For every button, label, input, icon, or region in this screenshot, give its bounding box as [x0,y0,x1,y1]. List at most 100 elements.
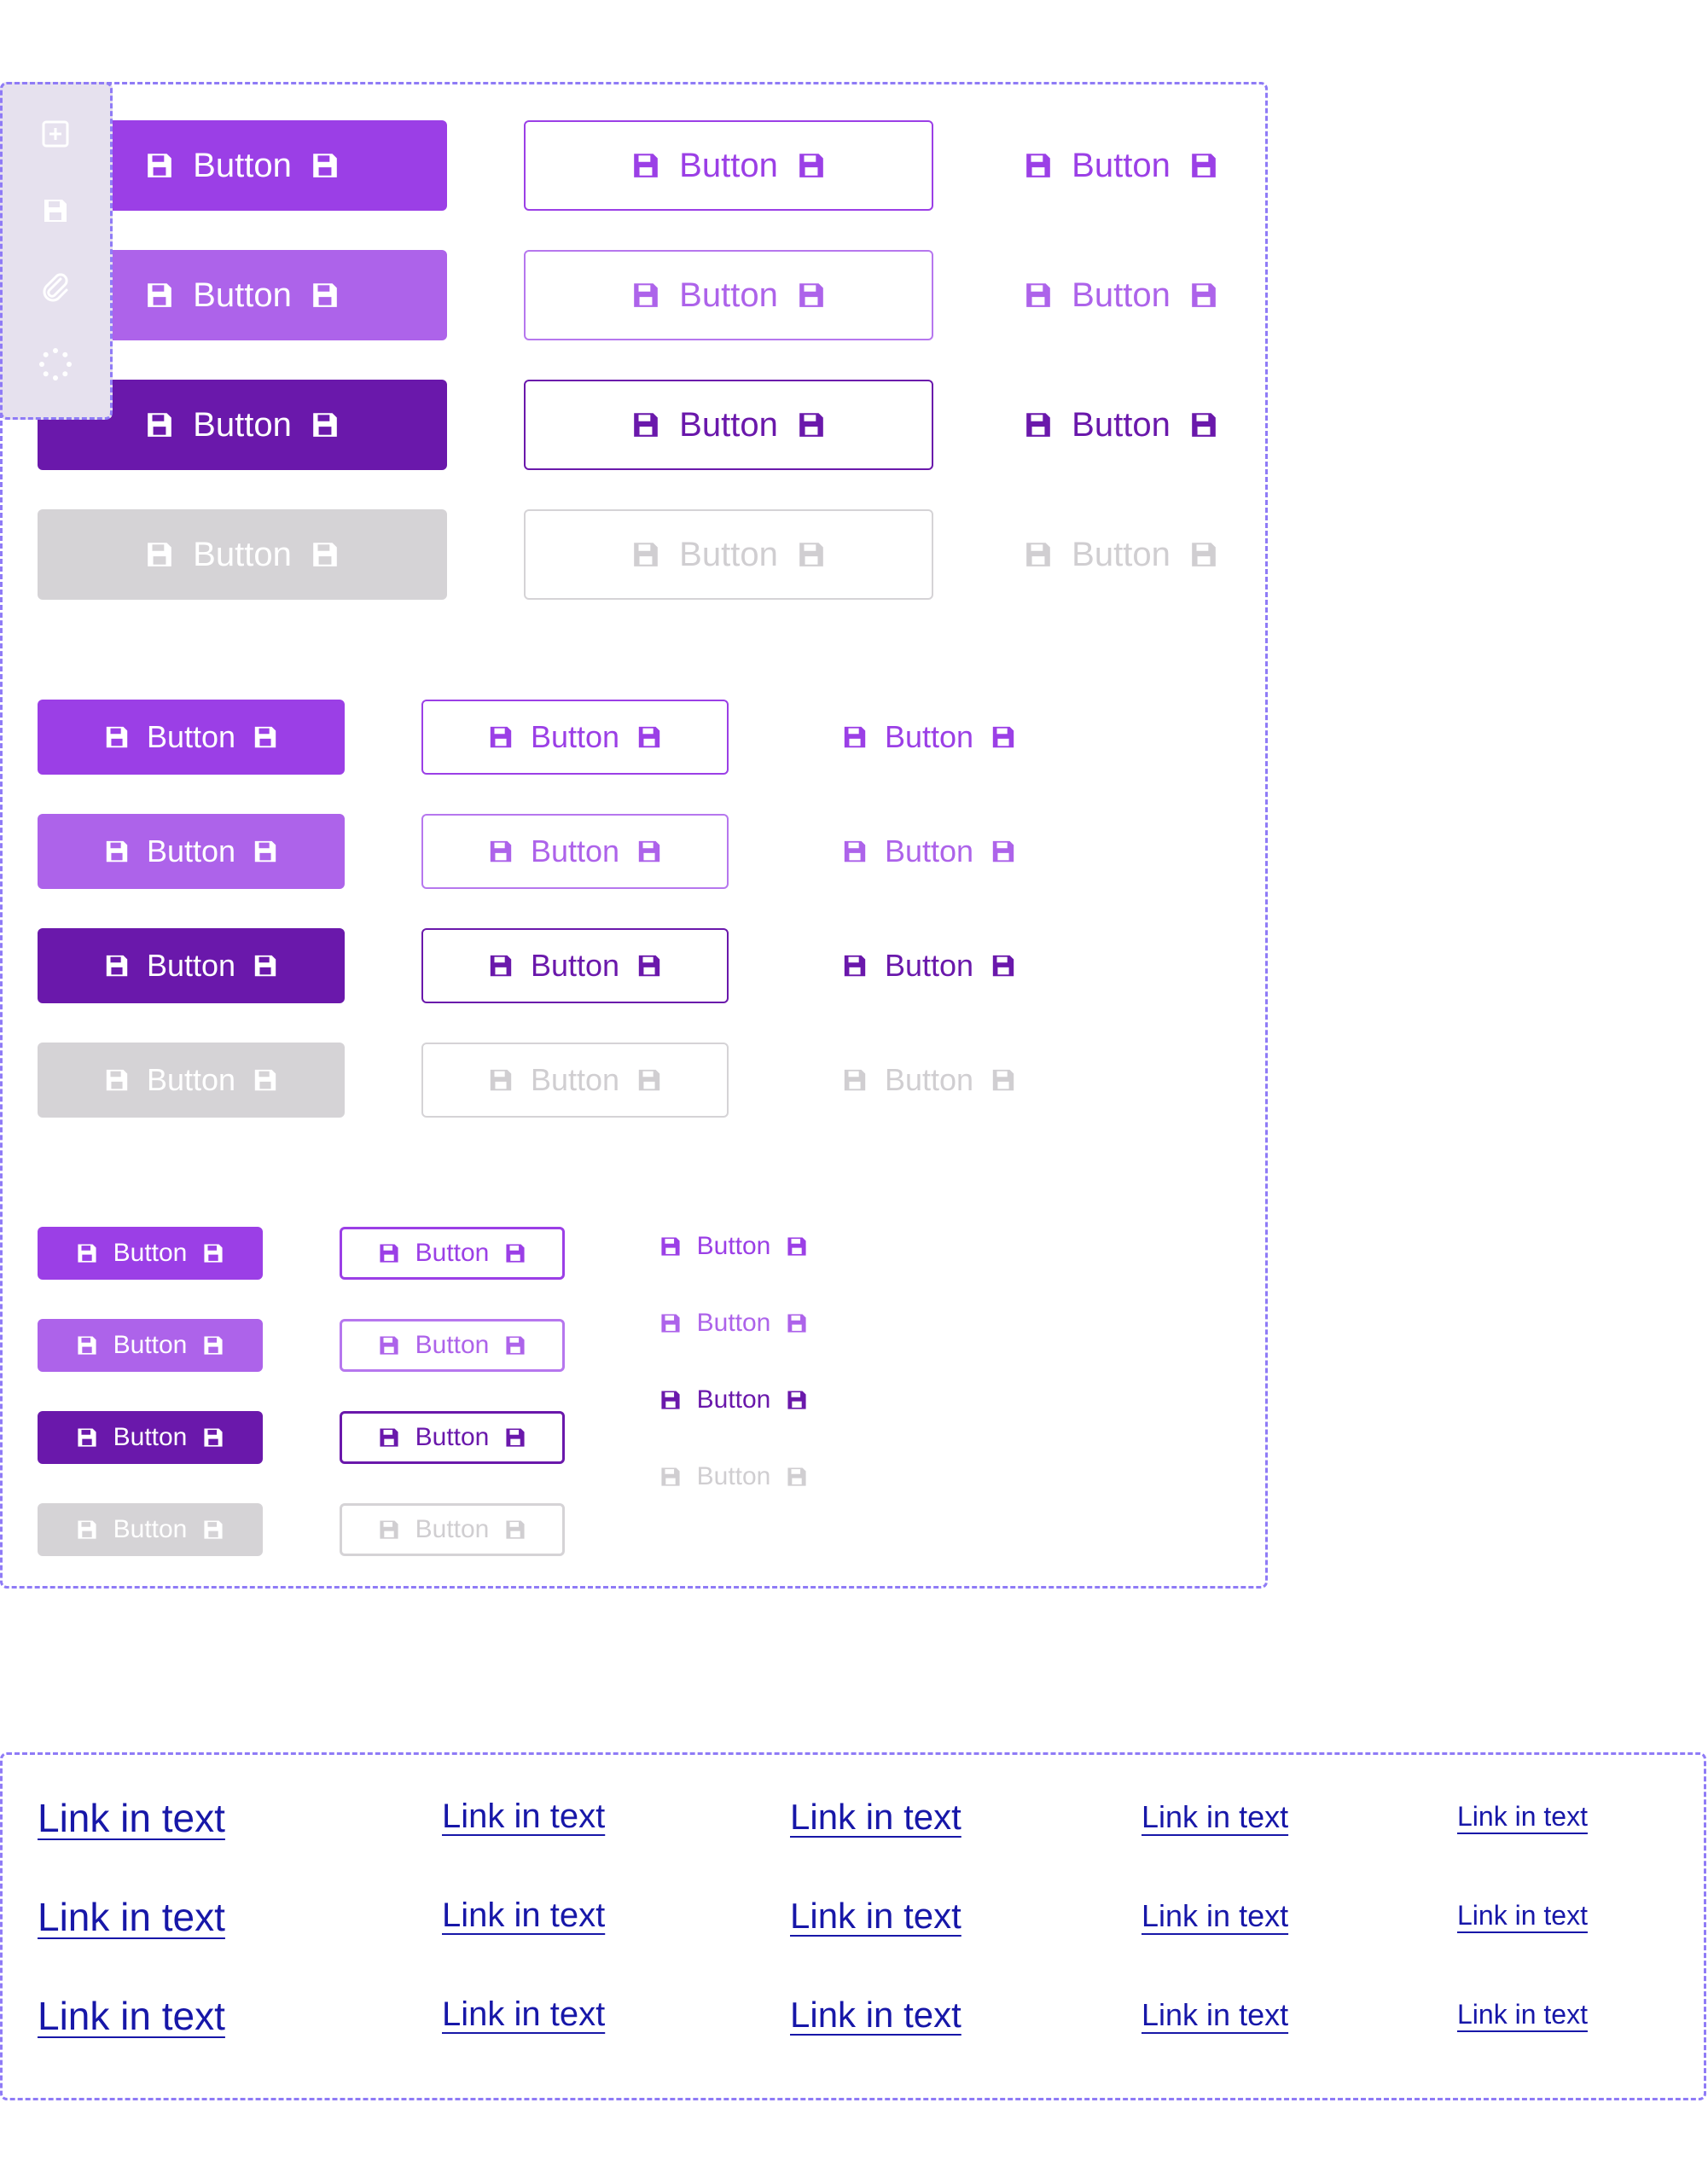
button-label: Button [113,1331,188,1359]
text-hover-lg-button[interactable]: Button [993,250,1249,340]
outline-pressed-sm-button[interactable]: Button [340,1411,565,1464]
save-icon [378,1426,400,1449]
button-label: Button [146,1062,236,1097]
button-label: Button [1072,535,1171,573]
save-icon [659,1312,682,1334]
button-label: Button [113,1515,188,1543]
save-icon [1024,540,1053,569]
text-link[interactable]: Link in text [1142,1997,1289,2032]
button-label: Button [1072,405,1171,444]
outline-disabled-md-button: Button [421,1043,729,1118]
button-label: Button [530,719,620,754]
save-icon [202,1426,224,1449]
save-icon [842,953,868,979]
filled-default-sm-button[interactable]: Button [38,1227,263,1280]
outline-default-md-button[interactable]: Button [421,700,729,775]
button-label: Button [415,1331,490,1359]
save-icon [659,1389,682,1411]
text-disabled-sm-button: Button [631,1450,836,1503]
button-label: Button [530,948,620,983]
button-label: Button [193,535,292,573]
filled-default-md-button[interactable]: Button [38,700,345,775]
text-pressed-sm-button[interactable]: Button [631,1374,836,1426]
text-link[interactable]: Link in text [790,1797,961,1837]
text-link[interactable]: Link in text [442,1798,606,1835]
outline-default-sm-button[interactable]: Button [340,1227,565,1280]
button-label: Button [113,1423,188,1451]
save-icon [104,839,130,864]
text-default-md-button[interactable]: Button [788,700,1070,775]
outline-hover-md-button[interactable]: Button [421,814,729,889]
save-icon [253,953,278,979]
outline-disabled-lg-button: Button [524,509,933,600]
paperclip-icon[interactable] [37,269,74,306]
text-hover-md-button[interactable]: Button [788,814,1070,889]
save-icon [504,1334,526,1356]
outline-hover-sm-button[interactable]: Button [340,1319,565,1372]
text-hover-sm-button[interactable]: Button [631,1297,836,1350]
filled-hover-sm-button[interactable]: Button [38,1319,263,1372]
outline-hover-lg-button[interactable]: Button [524,250,933,340]
links-frame [0,1752,1706,2100]
text-pressed-lg-button[interactable]: Button [993,380,1249,470]
text-default-lg-button[interactable]: Button [993,120,1249,211]
save-icon [202,1334,224,1356]
save-icon [797,151,826,180]
button-label: Button [415,1423,490,1451]
text-link[interactable]: Link in text [442,1995,606,2033]
save-icon [311,151,340,180]
text-disabled-md-button: Button [788,1043,1070,1118]
save-icon [202,1519,224,1541]
save-icon [311,410,340,439]
save-icon [104,724,130,750]
text-link[interactable]: Link in text [1142,1898,1289,1933]
save-icon [991,1067,1016,1093]
save-icon[interactable] [37,192,74,229]
filled-hover-md-button[interactable]: Button [38,814,345,889]
save-icon [104,1067,130,1093]
text-link[interactable]: Link in text [790,1995,961,2035]
text-pressed-md-button[interactable]: Button [788,928,1070,1003]
text-link[interactable]: Link in text [1457,1801,1588,1832]
save-icon [991,724,1016,750]
text-default-sm-button[interactable]: Button [631,1220,836,1273]
add-icon[interactable] [37,115,74,153]
button-label: Button [146,719,236,754]
save-icon [991,839,1016,864]
text-link[interactable]: Link in text [38,1895,225,1939]
save-icon [842,724,868,750]
filled-pressed-md-button[interactable]: Button [38,928,345,1003]
outline-pressed-md-button[interactable]: Button [421,928,729,1003]
text-link[interactable]: Link in text [1457,1900,1588,1931]
save-icon [797,281,826,310]
button-label: Button [530,1062,620,1097]
button-label: Button [679,535,778,573]
outline-pressed-lg-button[interactable]: Button [524,380,933,470]
text-link[interactable]: Link in text [38,1994,225,2038]
save-icon [378,1334,400,1356]
text-link[interactable]: Link in text [1142,1799,1289,1834]
outline-disabled-sm-button: Button [340,1503,565,1556]
save-icon [1024,410,1053,439]
button-label: Button [696,1462,771,1490]
text-link[interactable]: Link in text [38,1796,225,1840]
button-label: Button [1072,276,1171,314]
save-icon [488,1067,514,1093]
text-link[interactable]: Link in text [442,1896,606,1934]
text-link[interactable]: Link in text [1457,1999,1588,2030]
filled-pressed-sm-button[interactable]: Button [38,1411,263,1464]
button-label: Button [884,948,974,983]
button-label: Button [679,146,778,184]
save-icon [76,1426,98,1449]
save-icon [1189,540,1218,569]
save-icon [504,1519,526,1541]
side-toolbar [0,82,113,420]
text-link[interactable]: Link in text [790,1896,961,1936]
save-icon [76,1519,98,1541]
button-label: Button [415,1515,490,1543]
save-icon [636,1067,662,1093]
spinner-icon[interactable] [37,346,74,383]
save-icon [311,281,340,310]
outline-default-lg-button[interactable]: Button [524,120,933,211]
save-icon [76,1242,98,1264]
